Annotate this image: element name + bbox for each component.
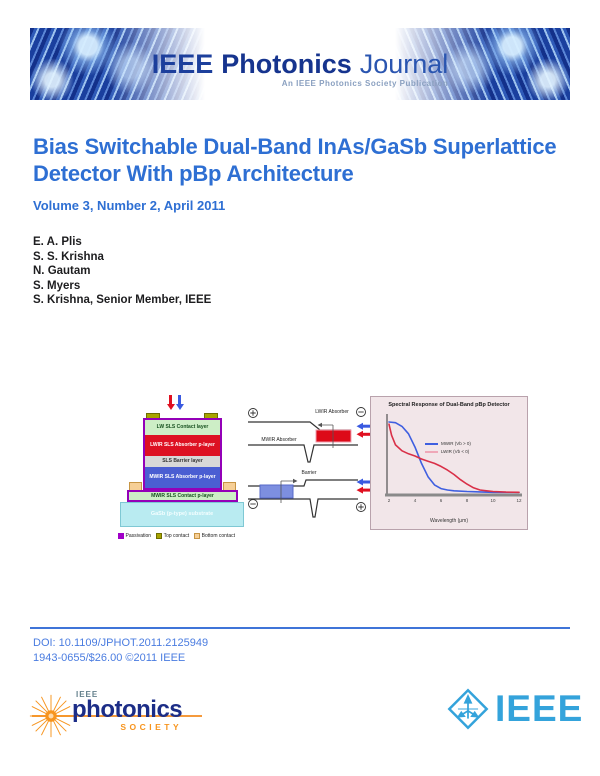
x-tick: 8 <box>466 498 469 503</box>
valence-band-line <box>248 498 358 518</box>
band-diagram-lwir-mode: LWIR Absorber MWIR Absorber <box>248 407 374 463</box>
legend-entry-mwir: MWIR (Vb > 0) <box>425 441 471 446</box>
legend-label: Bottom contact <box>201 533 236 539</box>
society-name-label: photonics <box>72 696 183 723</box>
article-title: Bias Switchable Dual-Band InAs/GaSb Supe… <box>33 134 557 186</box>
legend-label: Top contact <box>163 533 190 539</box>
photon-arrows-icon <box>356 478 374 494</box>
mwir-absorber-label: MWIR Absorber <box>261 437 297 443</box>
legend-label: LWIR (Vb < 0) <box>441 449 470 454</box>
mesa-stack: LW SLS Contact layer LWIR SLS Absorber p… <box>143 418 222 490</box>
device-structure-diagram: LW SLS Contact layer LWIR SLS Absorber p… <box>118 394 246 546</box>
lwir-absorber-gap-box <box>315 429 352 443</box>
lwir-line-swatch-icon <box>425 450 438 453</box>
series-line <box>388 421 520 494</box>
author: N. Gautam <box>33 265 91 277</box>
mwir-absorber-gap-box <box>259 484 294 499</box>
carrier-arrowhead-icon <box>293 478 298 484</box>
band-diagram-mwir-mode <box>248 478 374 518</box>
ieee-logo: IEEE <box>445 686 583 732</box>
incident-light-arrows-icon <box>166 395 184 411</box>
band-diagram: LWIR Absorber MWIR Absorber Barrier <box>248 407 374 518</box>
footer-divider <box>30 627 570 629</box>
publication-info: DOI: 10.1109/JPHOT.2011.2125949 1943-065… <box>33 636 208 665</box>
carrier-path-line <box>280 480 293 503</box>
copyright-text: 1943-0655/$26.00 ©2011 IEEE <box>33 651 186 664</box>
legend-item: Passivation <box>118 533 151 539</box>
minus-terminal-icon <box>356 407 366 417</box>
legend-label: MWIR (Vb > 0) <box>441 441 471 446</box>
lwir-photon-arrow-icon <box>166 395 175 410</box>
series-line <box>388 423 520 494</box>
author: S. Krishna, Senior Member, IEEE <box>33 294 212 306</box>
banner-light-burst-left <box>30 28 205 100</box>
photon-arrows-icon <box>356 422 374 438</box>
society-label: SOCIETY <box>120 722 183 732</box>
photonics-society-wordmark: IEEE photonics SOCIETY <box>72 690 183 732</box>
layer-lwir-absorber: LWIR SLS Absorber p-layer <box>145 435 220 456</box>
layer-mwir-absorber: MWIR SLS Absorber p-layer <box>145 467 220 488</box>
legend-item: Top contact <box>156 533 189 539</box>
plus-terminal-icon <box>248 408 258 418</box>
photonics-society-logo: IEEE photonics SOCIETY <box>28 688 206 750</box>
brand-journal: Journal <box>359 49 449 79</box>
layer-barrier: SLS Barrier layer <box>145 456 220 467</box>
layer-substrate: GaSb (p-type) substrate <box>120 502 244 527</box>
chart-legend: MWIR (Vb > 0) LWIR (Vb < 0) <box>425 441 471 457</box>
x-tick: 6 <box>440 498 443 503</box>
stack-legend: Passivation Top contact Bottom contact <box>118 533 246 539</box>
top-contact-swatch-icon <box>156 533 163 539</box>
mwir-photon-arrow-icon <box>175 395 184 410</box>
author-list: E. A. Plis S. S. Krishna N. Gautam S. My… <box>33 235 211 308</box>
bottom-contact-swatch-icon <box>194 533 201 539</box>
carrier-arrowhead-icon <box>317 422 322 428</box>
legend-label: Passivation <box>125 533 152 539</box>
brand-photonics: Photonics <box>221 49 352 79</box>
author: S. S. Krishna <box>33 250 104 263</box>
x-tick-labels: 2 4 6 8 10 12 <box>388 498 522 503</box>
legend-item: Bottom contact <box>194 533 235 539</box>
x-tick: 2 <box>388 498 391 503</box>
society-ieee-label: IEEE <box>76 690 99 699</box>
ieee-diamond-icon <box>447 688 489 730</box>
valence-band-line <box>248 444 358 463</box>
author: S. Myers <box>33 279 81 292</box>
starburst-icon <box>29 694 73 738</box>
spectral-response-chart: Spectral Response of Dual-Band pBp Detec… <box>370 396 528 530</box>
plus-terminal-icon <box>356 502 366 512</box>
journal-subtitle: An IEEE Photonics Society Publication <box>281 79 449 88</box>
doi-text: DOI: 10.1109/JPHOT.2011.2125949 <box>33 637 209 649</box>
conduction-band-line <box>248 421 351 431</box>
x-axis-label: Wavelength (μm) <box>430 518 468 524</box>
x-tick: 12 <box>516 498 522 503</box>
brand-ieee: IEEE <box>151 49 214 79</box>
ieee-wordmark: IEEE <box>495 688 584 729</box>
cover-figure: LW SLS Contact layer LWIR SLS Absorber p… <box>118 394 530 548</box>
chart-title: Spectral Response of Dual-Band pBp Detec… <box>388 402 510 408</box>
issue-info: Volume 3, Number 2, April 2011 <box>33 198 226 213</box>
mwir-line-swatch-icon <box>425 442 438 445</box>
minus-terminal-icon <box>248 499 258 509</box>
chart-canvas: 2 4 6 8 10 12 <box>385 414 522 503</box>
layer-mwir-contact: MWIR SLS Contact p-layer <box>127 490 238 502</box>
x-tick: 4 <box>414 498 417 503</box>
author: E. A. Plis <box>33 236 82 248</box>
carrier-path-line <box>322 424 334 448</box>
barrier-label: Barrier <box>301 470 316 476</box>
legend-entry-lwir: LWIR (Vb < 0) <box>425 449 471 454</box>
x-tick: 10 <box>490 498 496 503</box>
lwir-absorber-label: LWIR Absorber <box>315 409 349 415</box>
layer-lw-contact: LW SLS Contact layer <box>145 420 220 435</box>
passivation-swatch-icon <box>118 533 124 539</box>
logo-accent-line <box>32 715 202 717</box>
chart-series <box>388 421 520 494</box>
